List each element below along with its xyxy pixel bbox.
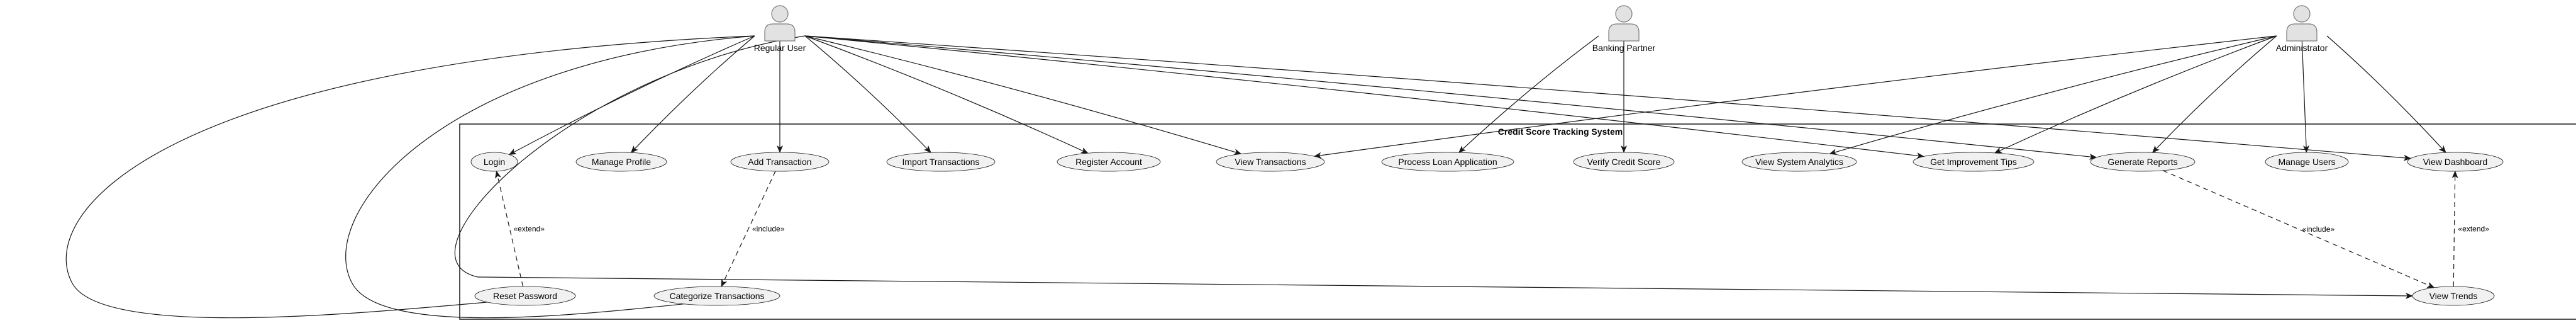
use-case-label: View System Analytics	[1755, 157, 1843, 167]
use-case-view-system-analytics: View System Analytics	[1741, 152, 1857, 172]
use-case-generate-reports: Generate Reports	[2090, 152, 2196, 172]
association-regular-register	[804, 35, 1089, 154]
person-icon	[764, 5, 796, 42]
use-case-label: Get Improvement Tips	[1930, 157, 2017, 167]
association-regular-view_tx	[804, 35, 1242, 156]
use-case-manage-users: Manage Users	[2265, 152, 2349, 172]
use-case-view-transactions: View Transactions	[1216, 152, 1325, 172]
association-regular-reports	[804, 35, 2097, 160]
dependency-add_tx-categorize	[721, 171, 776, 287]
use-case-label: Manage Users	[2278, 157, 2335, 167]
association-regular-categorize	[345, 35, 780, 319]
person-icon	[1608, 5, 1640, 42]
association-regular-tips	[804, 35, 1924, 159]
stereotype-label: «include»	[752, 224, 785, 233]
use-case-verify-credit-score: Verify Credit Score	[1573, 152, 1675, 172]
association-admin-analytics	[1829, 35, 2277, 156]
dependency-trends-dashboard	[2451, 171, 2458, 287]
dependency-reset-login	[495, 170, 524, 287]
use-case-get-improvement-tips: Get Improvement Tips	[1913, 152, 2035, 172]
association-admin-view_tx	[1313, 35, 2277, 159]
stereotype-label: «include»	[2302, 225, 2335, 234]
use-case-reset-password: Reset Password	[474, 286, 576, 306]
use-case-view-trends: View Trends	[2412, 286, 2495, 306]
association-admin-dashboard	[2326, 35, 2446, 154]
use-case-label: Login	[484, 157, 505, 167]
association-regular-login	[508, 35, 755, 156]
use-case-label: Categorize Transactions	[670, 291, 765, 301]
actor-label: Banking Partner	[1592, 43, 1656, 53]
actor-regular-user: Regular User	[754, 5, 806, 53]
use-case-view-dashboard: View Dashboard	[2407, 152, 2504, 172]
actors-layer: Regular User Banking Partner Administrator	[754, 5, 2328, 53]
use-case-add-transaction: Add Transaction	[730, 152, 830, 172]
stereotype-label: «extend»	[2458, 225, 2490, 234]
use-case-label: Manage Profile	[592, 157, 651, 167]
association-regular-import_tx	[804, 35, 931, 153]
stereotype-label: «extend»	[513, 224, 545, 233]
actor-banking-partner: Banking Partner	[1592, 5, 1656, 53]
association-admin-users	[2301, 35, 2309, 154]
system-title: Credit Score Tracking System	[1498, 127, 1623, 137]
use-case-manage-profile: Manage Profile	[575, 152, 667, 172]
use-case-label: Process Loan Application	[1398, 157, 1497, 167]
association-partner-loan	[1458, 35, 1599, 153]
actor-label: Regular User	[754, 43, 806, 53]
association-regular-dashboard	[804, 35, 2412, 161]
use-case-import-transactions: Import Transactions	[886, 152, 996, 172]
association-regular-manage_profile	[630, 35, 755, 154]
use-case-label: Add Transaction	[748, 157, 811, 167]
use-case-label: Import Transactions	[902, 157, 980, 167]
use-case-label: Reset Password	[493, 291, 557, 301]
association-regular-trends	[454, 35, 2413, 299]
use-case-categorize-transactions: Categorize Transactions	[653, 286, 780, 306]
use-case-label: View Transactions	[1235, 157, 1306, 167]
use-cases-layer: Login Manage Profile Add Transaction Import…	[470, 152, 2504, 306]
use-case-register-account: Register Account	[1057, 152, 1161, 172]
actor-administrator: Administrator	[2276, 5, 2328, 53]
person-icon	[2286, 5, 2318, 42]
use-case-label: View Dashboard	[2423, 157, 2487, 167]
use-case-process-loan-application: Process Loan Application	[1381, 152, 1514, 172]
use-case-label: View Trends	[2429, 291, 2478, 301]
association-admin-reports	[2151, 35, 2277, 153]
use-case-login: Login	[470, 152, 518, 172]
actor-label: Administrator	[2276, 43, 2328, 53]
use-case-label: Register Account	[1075, 157, 1142, 167]
association-admin-tips	[1994, 35, 2277, 154]
relationship-lines: «extend» «include» «include» «extend»	[65, 35, 2490, 319]
use-case-label: Generate Reports	[2107, 157, 2177, 167]
use-case-label: Verify Credit Score	[1587, 157, 1661, 167]
